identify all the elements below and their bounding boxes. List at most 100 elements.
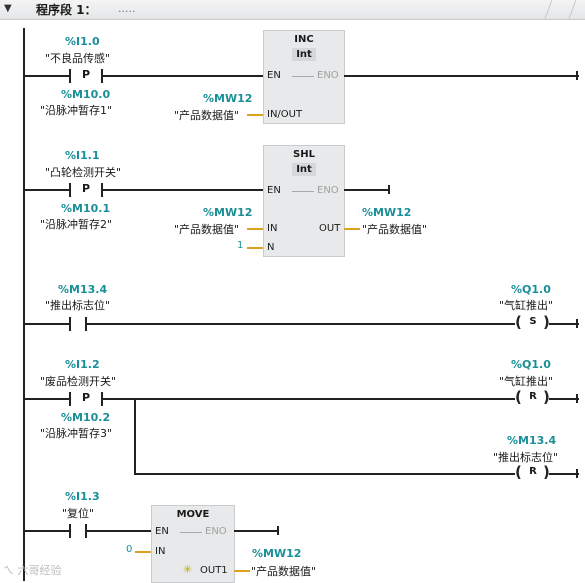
wire <box>87 323 515 325</box>
en-pin: EN <box>267 185 281 196</box>
branch-wire <box>134 398 136 475</box>
contact-tag: "凸轮检测开关" <box>45 166 122 179</box>
coil-tag: "气缸推出" <box>499 375 554 388</box>
wire-end <box>576 319 578 328</box>
in-constant[interactable]: 0 <box>126 544 133 555</box>
edge-memory-tag: "沿脉冲暂存3" <box>40 427 113 440</box>
wire-end <box>576 71 578 80</box>
n-constant[interactable]: 1 <box>237 240 244 251</box>
eno-pin: ENO <box>205 526 227 537</box>
operand-tag[interactable]: "产品数据值" <box>251 565 317 578</box>
shl-instruction-box[interactable]: SHL Int EN ENO IN OUT N <box>263 145 345 257</box>
reset-coil[interactable]: ( R ) <box>515 388 550 406</box>
move-instruction-box[interactable]: MOVE EN ENO IN ✳ OUT1 <box>151 505 235 583</box>
wire <box>292 191 314 192</box>
param-line <box>247 228 263 230</box>
wire <box>24 323 69 325</box>
contact-tag: "不良品传感" <box>45 52 111 65</box>
positive-edge-contact[interactable]: P <box>69 68 103 83</box>
edge-memory-tag: "沿脉冲暂存1" <box>40 104 113 117</box>
eno-pin: ENO <box>317 70 339 81</box>
contact-address: %I1.0 <box>65 35 100 48</box>
wire-end <box>576 469 578 478</box>
box-title: SHL <box>293 149 315 160</box>
positive-edge-contact[interactable]: P <box>69 391 103 406</box>
operand-address: %MW12 <box>362 206 412 219</box>
wire <box>87 530 153 532</box>
wire <box>549 323 579 325</box>
en-pin: EN <box>155 526 169 537</box>
edge-memory-address: %M10.1 <box>61 202 111 215</box>
param-line <box>344 228 360 230</box>
coil-address: %Q1.0 <box>511 358 551 371</box>
in-pin: IN <box>155 546 166 557</box>
wire <box>292 76 314 77</box>
edge-memory-address: %M10.2 <box>61 411 111 424</box>
add-output-star-icon[interactable]: ✳ <box>183 563 193 576</box>
network-title: 程序段 1： <box>36 3 97 17</box>
edge-memory-address: %M10.0 <box>61 88 111 101</box>
network-comment[interactable]: ..... <box>118 2 136 15</box>
coil-address: %M13.4 <box>507 434 557 447</box>
out-pin: OUT <box>319 223 341 234</box>
wire <box>103 189 265 191</box>
param-line <box>234 570 250 572</box>
box-title: MOVE <box>176 509 210 520</box>
wire <box>549 473 579 475</box>
normally-open-contact[interactable] <box>69 524 103 538</box>
n-pin: N <box>267 242 275 253</box>
operand-address: %MW12 <box>203 206 253 219</box>
wire-end <box>388 185 390 194</box>
wire <box>103 398 515 400</box>
wire <box>24 398 69 400</box>
coil-tag: "推出标志位" <box>493 451 559 464</box>
inout-pin: IN/OUT <box>267 109 303 120</box>
operand-tag[interactable]: "产品数据值" <box>174 109 240 122</box>
contact-address: %M13.4 <box>58 283 108 296</box>
en-pin: EN <box>267 70 281 81</box>
collapse-triangle-icon[interactable]: ▼ <box>4 3 12 14</box>
box-title: INC <box>294 34 314 45</box>
param-line <box>247 114 263 116</box>
header-divider <box>568 0 577 19</box>
wire <box>549 398 579 400</box>
wire <box>344 189 390 191</box>
watermark: ㄟ 六哥经验 <box>3 564 62 577</box>
wire <box>180 532 202 533</box>
positive-edge-contact[interactable]: P <box>69 182 103 197</box>
wire <box>24 189 69 191</box>
wire <box>234 530 279 532</box>
inc-instruction-box[interactable]: INC Int EN ENO IN/OUT <box>263 30 345 124</box>
power-rail <box>23 28 25 581</box>
normally-open-contact[interactable] <box>69 317 103 331</box>
edge-memory-tag: "沿脉冲暂存2" <box>40 218 113 231</box>
operand-tag[interactable]: "产品数据值" <box>362 223 428 236</box>
coil-tag: "气缸推出" <box>499 299 554 312</box>
in-pin: IN <box>267 223 278 234</box>
contact-address: %I1.2 <box>65 358 100 371</box>
reset-coil[interactable]: ( R ) <box>515 463 550 481</box>
coil-address: %Q1.0 <box>511 283 551 296</box>
contact-address: %I1.3 <box>65 490 100 503</box>
param-line <box>247 247 263 249</box>
header-divider <box>544 0 553 19</box>
out1-pin: OUT1 <box>200 565 228 576</box>
network-header[interactable]: ▼ 程序段 1： ..... <box>0 0 585 20</box>
contact-tag: "推出标志位" <box>45 299 111 312</box>
datatype-selector[interactable]: Int <box>292 48 316 61</box>
operand-address: %MW12 <box>252 547 302 560</box>
wire <box>24 530 69 532</box>
operand-address: %MW12 <box>203 92 253 105</box>
set-coil[interactable]: ( S ) <box>515 313 550 331</box>
param-line <box>135 551 151 553</box>
operand-tag[interactable]: "产品数据值" <box>174 223 240 236</box>
datatype-selector[interactable]: Int <box>292 163 316 176</box>
wire <box>344 75 579 77</box>
wire <box>103 75 265 77</box>
contact-address: %I1.1 <box>65 149 100 162</box>
contact-tag: "废品检测开关" <box>40 375 117 388</box>
wire <box>24 75 69 77</box>
eno-pin: ENO <box>317 185 339 196</box>
wire <box>134 473 515 475</box>
wire-end <box>277 526 279 535</box>
